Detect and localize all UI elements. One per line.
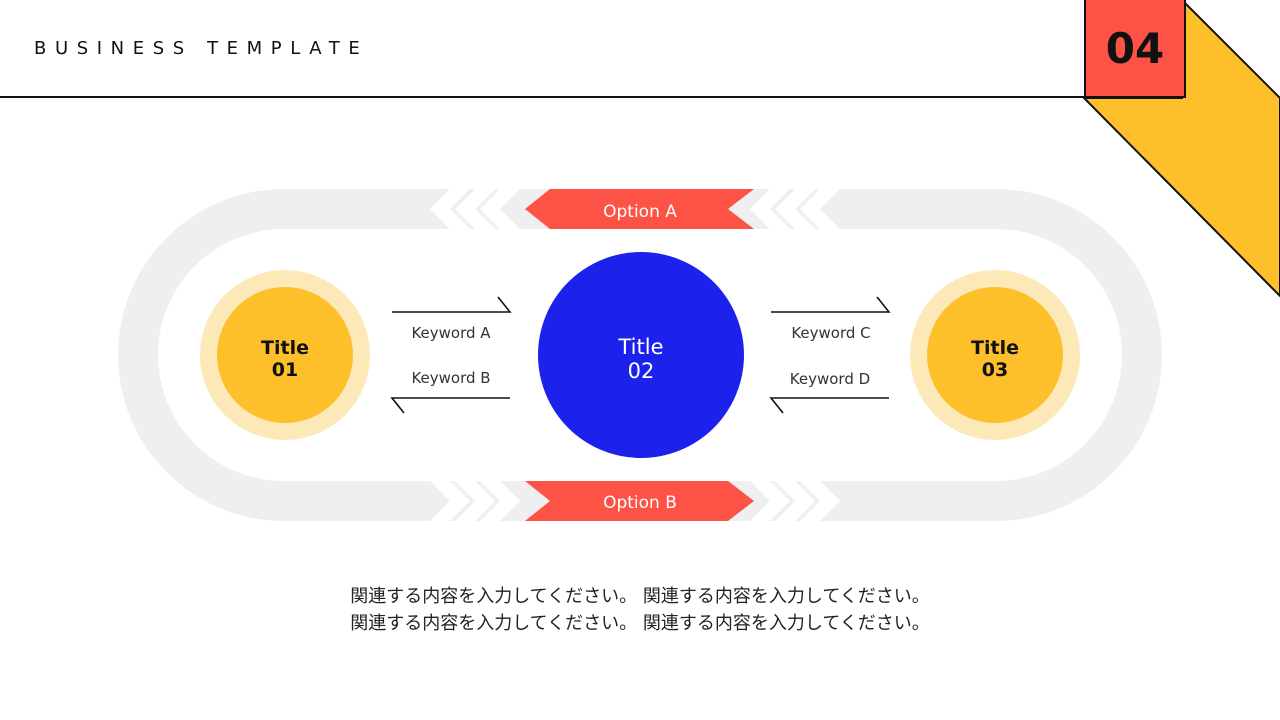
node-02-title: Title [617, 335, 663, 359]
chevron-right-icon [800, 481, 840, 521]
bottom-chevrons [430, 481, 840, 521]
keyword-a-label: Keyword A [411, 324, 491, 342]
chevron-left-icon [750, 189, 790, 229]
node-01-number: 01 [272, 359, 298, 381]
node-01-circle [217, 287, 353, 423]
keyword-c-label: Keyword C [791, 324, 870, 342]
chevron-left-icon [775, 189, 815, 229]
caption-block: 関連する内容を入力してください。 関連する内容を入力してください。 関連する内容… [0, 583, 1280, 637]
chevron-left-icon [480, 189, 520, 229]
chevron-right-icon [775, 481, 815, 521]
node-02-circle [538, 252, 744, 458]
node-03-circle [927, 287, 1063, 423]
arrow-left-icon [390, 397, 510, 414]
arrow-right-icon [392, 296, 512, 313]
option-a-label: Option A [603, 202, 677, 222]
node-03-number: 03 [982, 359, 1008, 381]
keyword-d-label: Keyword D [790, 370, 870, 388]
node-02-number: 02 [628, 359, 655, 383]
chevron-right-icon [480, 481, 520, 521]
option-b-banner [525, 481, 754, 521]
arrow-right-icon [771, 296, 891, 313]
page-number-badge: 04 [1084, 0, 1186, 98]
chevron-left-icon [800, 189, 840, 229]
top-chevrons [430, 189, 840, 229]
track-ring [118, 189, 1162, 521]
arrow-left-icon [769, 397, 889, 414]
keyword-b-label: Keyword B [411, 369, 490, 387]
header-divider [0, 96, 1086, 98]
node-03-title: Title [971, 337, 1019, 359]
node-01-title: Title [261, 337, 309, 359]
chevron-left-icon [430, 189, 470, 229]
chevron-right-icon [455, 481, 495, 521]
chevron-right-icon [430, 481, 470, 521]
header-title: BUSINESS TEMPLATE [34, 38, 369, 59]
option-a-banner [525, 189, 754, 229]
caption-line-1: 関連する内容を入力してください。 関連する内容を入力してください。 [350, 586, 930, 607]
option-b-label: Option B [603, 493, 677, 513]
chevron-left-icon [455, 189, 495, 229]
chevron-right-icon [750, 481, 790, 521]
caption-line-2: 関連する内容を入力してください。 関連する内容を入力してください。 [350, 613, 930, 634]
